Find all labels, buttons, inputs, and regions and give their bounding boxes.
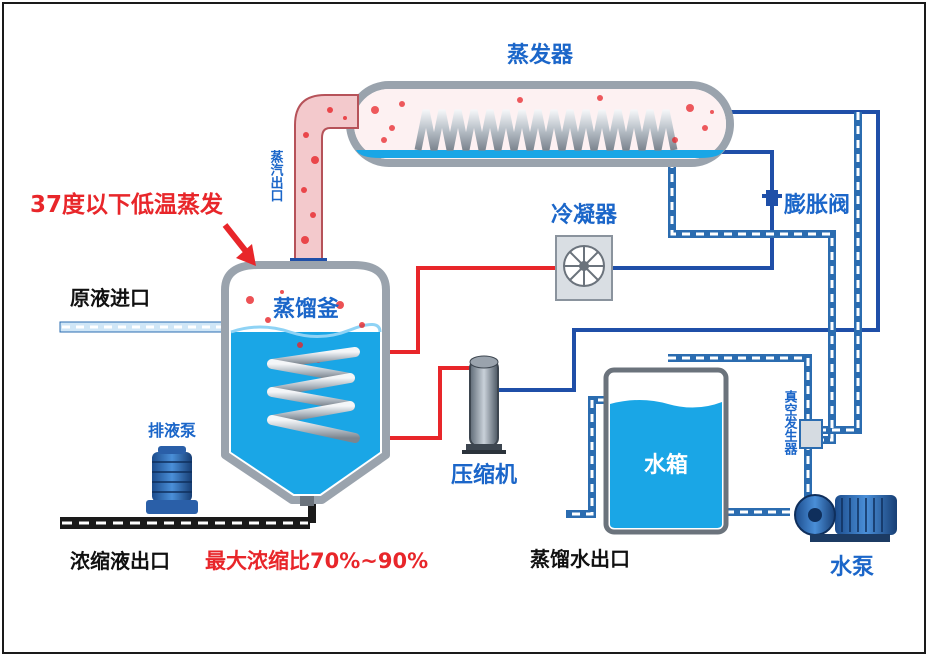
low-temp-note: 37度以下低温蒸发 — [30, 191, 223, 218]
evaporator-coil — [414, 109, 678, 151]
pipe-network — [59, 110, 880, 529]
condenser-label: 冷凝器 — [551, 202, 618, 228]
still-pot-coil — [267, 347, 360, 443]
expansion-valve — [762, 190, 782, 206]
max-ratio-note: 最大浓缩比70%~90% — [205, 549, 428, 573]
evaporator — [346, 81, 734, 167]
water-tank — [603, 367, 729, 535]
distilled-outlet-label: 蒸馏水出口 — [530, 547, 630, 571]
still-pot — [221, 261, 390, 506]
steam-outlet-label: 蒸汽出口 — [268, 149, 284, 202]
compressor-label: 压缩机 — [451, 462, 517, 488]
vacuum-generator — [799, 419, 823, 449]
evaporator-label: 蒸发器 — [507, 42, 574, 68]
drain-pump-label: 排液泵 — [148, 421, 196, 440]
compressor — [462, 355, 506, 454]
hot-gas-pipe-bottom — [355, 366, 470, 440]
condenser — [555, 235, 613, 301]
expansion-valve-label: 膨胀阀 — [783, 193, 850, 218]
still-pot-label: 蒸馏釜 — [273, 296, 340, 322]
drain-pump — [146, 446, 198, 514]
raw-inlet-label: 原液进口 — [70, 286, 150, 310]
water-pump — [794, 494, 897, 542]
steam-riser-pipe — [290, 94, 359, 266]
note-arrow — [222, 223, 256, 266]
vacuum-generator-label: 真空发生器 — [782, 389, 799, 456]
water-tank-label: 水箱 — [644, 452, 688, 478]
concentrate-outlet-label: 浓缩液出口 — [70, 549, 170, 573]
water-pump-label: 水泵 — [830, 555, 874, 580]
refrigerant-return-pipe — [498, 110, 880, 392]
